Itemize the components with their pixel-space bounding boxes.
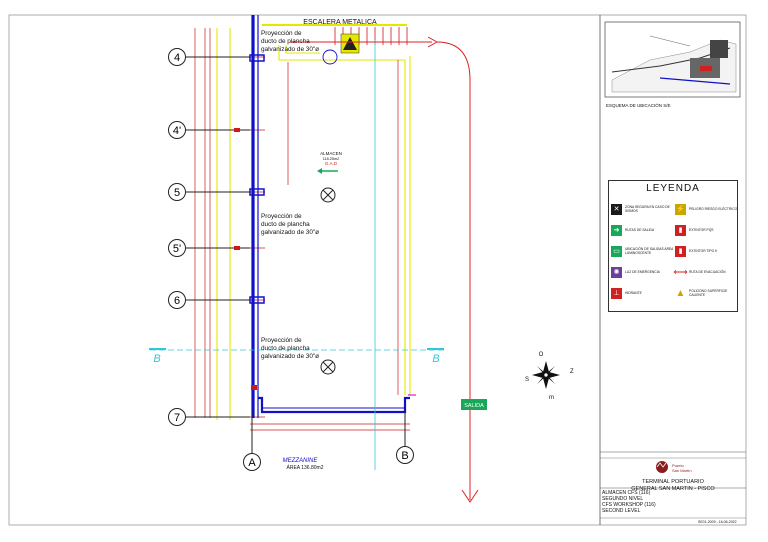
- company-name-2: San Martín: [672, 468, 692, 473]
- svg-text:B: B: [153, 353, 160, 365]
- evacuation-route: [290, 36, 479, 503]
- room-label-code: G.A.D: [325, 161, 338, 166]
- mezzanine-area: ÁREA 136.80m2: [287, 464, 324, 471]
- grid-col-a: A: [243, 453, 261, 471]
- extinguisher-k-icon: ▮: [675, 245, 686, 257]
- legend-item-exit-location: ▭ UBICACIÓN DE SALIDAS AREA LUMINOSCENTE: [611, 243, 675, 259]
- company-logo: [656, 461, 668, 473]
- grid-row-6: 6: [168, 291, 186, 309]
- grid-row-5: 5: [168, 183, 186, 201]
- svg-text:5': 5': [173, 243, 181, 255]
- blue-wall: [249, 15, 410, 455]
- svg-text:5: 5: [174, 187, 180, 199]
- compass-north: O: [539, 352, 544, 358]
- grid-row-4-prime: 4': [168, 121, 186, 139]
- legend-item-extinguisher-pqs: ▮ EXTINTOR PQS: [675, 222, 739, 238]
- company-name-1: Puerto: [672, 463, 684, 468]
- legend-item-extinguisher-k: ▮ EXTINTOR TIPO K: [675, 243, 739, 259]
- compass-west: S: [525, 377, 529, 383]
- electric-hazard-icon: ⚡: [675, 203, 686, 215]
- sheet-line-2: SEGUNDO NIVEL: [602, 496, 644, 502]
- footer-code: SE01-2009 - 16-06-2022: [698, 520, 737, 524]
- legend-item-safe-zone: ✕ ZONA SEGURA EN CASO DE SISMOS: [611, 201, 675, 217]
- exit-sign: SALIDA: [461, 399, 487, 410]
- legend-item-electric: ⚡ PELIGRO RIESGO ELÉCTRICO: [675, 201, 739, 217]
- legend-title: LEYENDA: [646, 183, 700, 194]
- wall-markers: [234, 128, 257, 390]
- compass-east: Z: [570, 369, 574, 375]
- svg-text:4': 4': [173, 125, 181, 137]
- grid-row-4: 4: [168, 48, 186, 66]
- svg-text:A: A: [248, 457, 256, 469]
- room-label-area: 118.25m2: [323, 157, 340, 161]
- mezzanine-title: MEZZANINE: [283, 458, 319, 464]
- hot-surface-sign: [340, 33, 360, 54]
- legend: LEYENDA ✕ ZONA SEGURA EN CASO DE SISMOS …: [608, 180, 738, 312]
- sheet-border: [8, 14, 747, 526]
- stair-label: ESCALERA METALICA: [303, 19, 377, 26]
- grid-row-5-prime: 5': [168, 239, 186, 257]
- evacuation-route-icon: ⟷: [673, 266, 688, 278]
- svg-text:SALIDA: SALIDA: [464, 403, 484, 409]
- mezzanine-outline: [216, 28, 411, 420]
- duct-symbol-2: [320, 359, 336, 375]
- sheet-line-1: ALMACEN CFS (116): [602, 490, 651, 496]
- compass-south: m: [549, 395, 554, 401]
- emergency-light-icon: ✺: [611, 266, 622, 278]
- location-caption: ESQUEMA DE UBICACIÓN S/E: [606, 103, 671, 108]
- legend-item-hydrant: ⊥ HIDRANTE: [611, 285, 675, 301]
- hydrant-icon: ⊥: [611, 287, 622, 299]
- exit-location-icon: ▭: [611, 245, 622, 257]
- safe-zone-icon: ✕: [611, 203, 622, 215]
- sheet-line-4: SECOND LEVEL: [602, 508, 641, 514]
- room-label-name: ALMACEN: [320, 151, 342, 156]
- svg-text:6: 6: [174, 295, 180, 307]
- grid-col-b: B: [396, 446, 414, 464]
- exit-route-icon: ➜: [611, 224, 622, 236]
- hot-surface-icon: ▲: [675, 287, 686, 299]
- location-sketch: [604, 21, 741, 98]
- section-marker-right: B: [427, 348, 444, 365]
- extinguisher-pqs-icon: ▮: [675, 224, 686, 236]
- project-title-1: TERMINAL PORTUARIO: [642, 479, 704, 485]
- svg-text:7: 7: [174, 412, 180, 424]
- title-block: ESQUEMA DE UBICACIÓN S/E LEYENDA ✕ ZONA …: [600, 15, 746, 525]
- duct-symbol-1: [320, 187, 336, 203]
- sheet-line-3: CFS WORKSHOP (116): [602, 502, 656, 508]
- grid-row-7: 7: [168, 408, 186, 426]
- north-arrow-icon: [532, 361, 560, 389]
- svg-text:4: 4: [174, 52, 180, 64]
- cyan-projection: [150, 40, 445, 470]
- svg-text:B: B: [401, 450, 408, 462]
- legend-item-exit-routes: ➜ RUTAS DE SALIDA: [611, 222, 675, 238]
- section-marker-left: B: [149, 348, 166, 365]
- stair-column: [322, 49, 338, 65]
- legend-item-hot-surface: ▲ POLIGONO SUPERFICIE CALIENTE: [675, 287, 728, 299]
- legend-item-evacuation-route: ⟷ RUTA DE EVACUACIÓN: [673, 266, 726, 278]
- legend-item-emergency-light: ✺ LUZ DE EMERGENCIA: [611, 264, 675, 280]
- project-title-2: GENERAL SAN MARTIN - PISCO: [631, 486, 715, 492]
- room-arrow-icon: [317, 168, 338, 174]
- svg-text:B: B: [432, 353, 439, 365]
